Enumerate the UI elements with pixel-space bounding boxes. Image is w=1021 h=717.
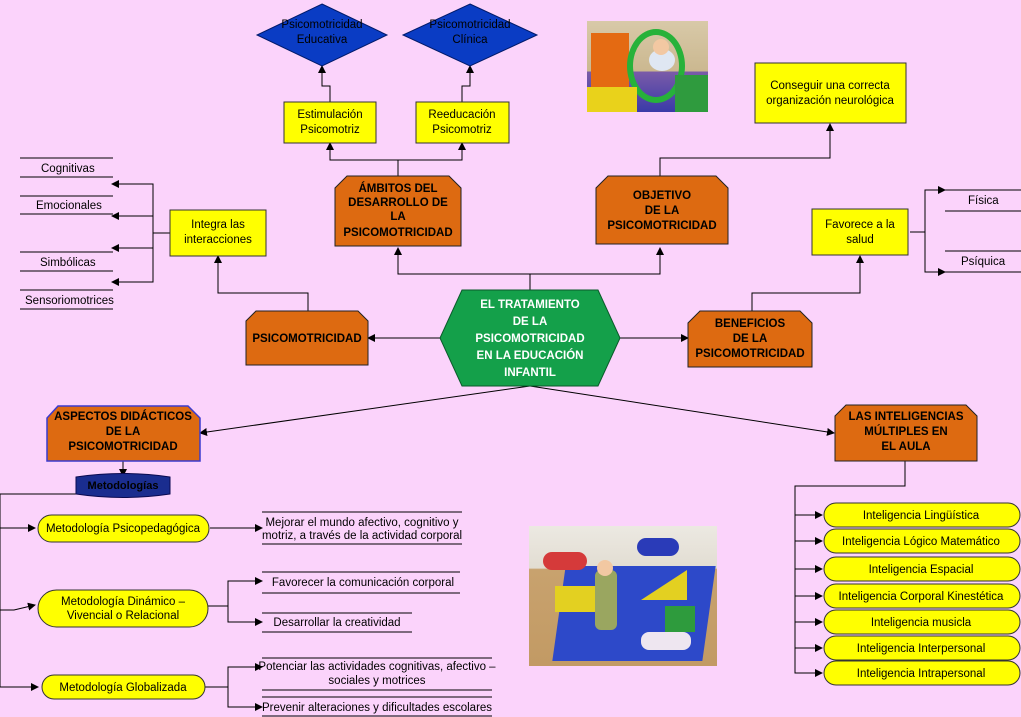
interaccion-sensoriomotrices: Sensoriomotrices	[25, 295, 114, 307]
inteligencia-item: Inteligencia Interpersonal	[823, 635, 1021, 661]
interacciones-list	[20, 157, 113, 310]
inteligencia-item: Inteligencia musicla	[823, 609, 1021, 635]
met-psico-desc-1: Mejorar el mundo afectivo, cognitivo y	[265, 517, 458, 529]
inteligencia-item: Inteligencia Lingüística	[823, 502, 1021, 528]
svg-text:OBJETIVO: OBJETIVO	[633, 190, 691, 202]
svg-text:ÁMBITOS DEL: ÁMBITOS DEL	[358, 182, 437, 195]
svg-text:PSICOMOTRICIDAD: PSICOMOTRICIDAD	[695, 348, 804, 360]
svg-text:interacciones: interacciones	[184, 234, 252, 246]
svg-text:EL AULA: EL AULA	[881, 441, 930, 453]
svg-text:PSICOMOTRICIDAD: PSICOMOTRICIDAD	[607, 220, 716, 232]
svg-text:Psicomotriz: Psicomotriz	[300, 124, 360, 136]
svg-text:Metodologías: Metodologías	[88, 480, 159, 492]
metodologia-desc-lines	[262, 511, 492, 717]
integra-interacciones-box: Integra las interacciones	[169, 209, 267, 257]
metodologia-psicopedagogica: Metodología Psicopedagógica	[37, 514, 210, 543]
beneficios-node: BENEFICIOS DE LA PSICOMOTRICIDAD	[687, 310, 813, 368]
svg-text:DE LA: DE LA	[733, 333, 768, 345]
svg-text:Psicomotricidad: Psicomotricidad	[429, 19, 510, 31]
photo-child-crawling	[587, 21, 708, 112]
aspectos-didacticos-node: ASPECTOS DIDÁCTICOS DE LA PSICOMOTRICIDA…	[46, 405, 201, 462]
interaccion-emocionales: Emocionales	[36, 200, 102, 212]
central-node: EL TRATAMIENTO DE LA PSICOMOTRICIDAD EN …	[439, 289, 621, 387]
svg-text:Estimulación: Estimulación	[297, 109, 362, 121]
metodologias-banner: Metodologías	[75, 473, 171, 498]
svg-text:salud: salud	[846, 234, 874, 246]
svg-text:PSICOMOTRICIDAD: PSICOMOTRICIDAD	[68, 441, 177, 453]
svg-text:Psicomotricidad: Psicomotricidad	[281, 19, 362, 31]
inteligencias-node: LAS INTELIGENCIAS MÚLTIPLES EN EL AULA	[834, 404, 978, 462]
svg-text:Inteligencia Interpersonal: Inteligencia Interpersonal	[857, 643, 986, 655]
svg-text:Inteligencia Intrapersonal: Inteligencia Intrapersonal	[857, 668, 986, 680]
metodologia-globalizada: Metodología Globalizada	[41, 674, 206, 700]
met-psico-desc-2: motriz, a través de la actividad corpora…	[262, 530, 462, 542]
svg-text:Inteligencia Espacial: Inteligencia Espacial	[869, 564, 974, 576]
svg-text:Metodología Dinámico –: Metodología Dinámico –	[61, 596, 186, 608]
svg-text:ASPECTOS DIDÁCTICOS: ASPECTOS DIDÁCTICOS	[54, 410, 192, 423]
svg-text:Integra las: Integra las	[191, 219, 245, 231]
svg-text:EL TRATAMIENTO: EL TRATAMIENTO	[480, 299, 580, 311]
svg-text:DE LA: DE LA	[513, 316, 548, 328]
svg-text:Reeducación: Reeducación	[428, 109, 495, 121]
met-dinamico-item-2: Desarrollar la creatividad	[273, 617, 400, 629]
svg-text:organización neurológica: organización neurológica	[766, 95, 894, 107]
svg-text:DE LA: DE LA	[106, 426, 141, 438]
svg-text:PSICOMOTRICIDAD: PSICOMOTRICIDAD	[475, 333, 584, 345]
salud-psiquica: Psíquica	[961, 256, 1006, 268]
svg-text:PSICOMOTRICIDAD: PSICOMOTRICIDAD	[343, 227, 452, 239]
svg-text:BENEFICIOS: BENEFICIOS	[715, 318, 786, 330]
svg-text:LAS INTELIGENCIAS: LAS INTELIGENCIAS	[848, 411, 963, 423]
met-dinamico-item-1: Favorecer la comunicación corporal	[272, 577, 454, 589]
met-global-item-2: Prevenir alteraciones y dificultades esc…	[262, 702, 492, 714]
svg-text:EN LA EDUCACIÓN: EN LA EDUCACIÓN	[477, 349, 584, 362]
svg-text:PSICOMOTRICIDAD: PSICOMOTRICIDAD	[252, 333, 361, 345]
salud-fisica: Física	[968, 195, 999, 207]
met-global-item-1a: Potenciar las actividades cognitivas, af…	[258, 661, 496, 673]
svg-text:Clínica: Clínica	[452, 34, 488, 46]
psicomotricidad-educativa-diamond: Psicomotricidad Educativa	[255, 3, 389, 67]
inteligencia-item: Inteligencia Intrapersonal	[823, 660, 1021, 686]
svg-text:Educativa: Educativa	[297, 34, 348, 46]
metodologia-dinamico: Metodología Dinámico – Vivencial o Relac…	[37, 589, 209, 628]
svg-text:Inteligencia Corporal Kinestét: Inteligencia Corporal Kinestética	[839, 591, 1005, 603]
svg-text:Metodología Globalizada: Metodología Globalizada	[59, 682, 187, 694]
svg-text:Inteligencia Lógico Matemático: Inteligencia Lógico Matemático	[842, 536, 1000, 548]
photo-children-gym-mats	[529, 526, 717, 666]
svg-text:MÚLTIPLES EN: MÚLTIPLES EN	[864, 425, 947, 438]
psicomotricidad-clinica-diamond: Psicomotricidad Clínica	[401, 3, 539, 67]
inteligencia-item: Inteligencia Espacial	[823, 556, 1021, 582]
objetivo-node: OBJETIVO DE LA PSICOMOTRICIDAD	[595, 175, 729, 245]
svg-text:INFANTIL: INFANTIL	[504, 367, 556, 379]
estimulacion-box: Estimulación Psicomotriz	[283, 101, 377, 144]
svg-text:DE LA: DE LA	[645, 205, 680, 217]
svg-text:LA: LA	[390, 211, 405, 223]
conseguir-box: Conseguir una correcta organización neur…	[754, 62, 907, 124]
interaccion-cognitivas: Cognitivas	[41, 163, 95, 175]
salud-lines	[945, 189, 1021, 273]
interaccion-simbolicas: Simbólicas	[40, 257, 96, 269]
favorece-salud-box: Favorece a la salud	[811, 208, 909, 256]
inteligencia-item: Inteligencia Corporal Kinestética	[823, 583, 1021, 609]
svg-text:Metodología Psicopedagógica: Metodología Psicopedagógica	[46, 523, 201, 535]
psicomotricidad-node: PSICOMOTRICIDAD	[245, 310, 369, 366]
svg-text:Conseguir una correcta: Conseguir una correcta	[770, 80, 890, 92]
ambitos-node: ÁMBITOS DEL DESARROLLO DE LA PSICOMOTRIC…	[334, 175, 462, 247]
met-global-item-1b: sociales y motrices	[328, 675, 425, 687]
connectors	[0, 65, 946, 711]
inteligencia-item: Inteligencia Lógico Matemático	[823, 528, 1021, 554]
svg-text:Vivencial o Relacional: Vivencial o Relacional	[67, 610, 179, 622]
svg-text:Favorece a la: Favorece a la	[825, 219, 895, 231]
svg-text:Psicomotriz: Psicomotriz	[432, 124, 492, 136]
svg-text:Inteligencia musicla: Inteligencia musicla	[871, 617, 972, 629]
svg-text:Inteligencia Lingüística: Inteligencia Lingüística	[863, 510, 980, 522]
reeducacion-box: Reeducación Psicomotriz	[415, 101, 510, 144]
svg-text:DESARROLLO DE: DESARROLLO DE	[348, 197, 448, 209]
